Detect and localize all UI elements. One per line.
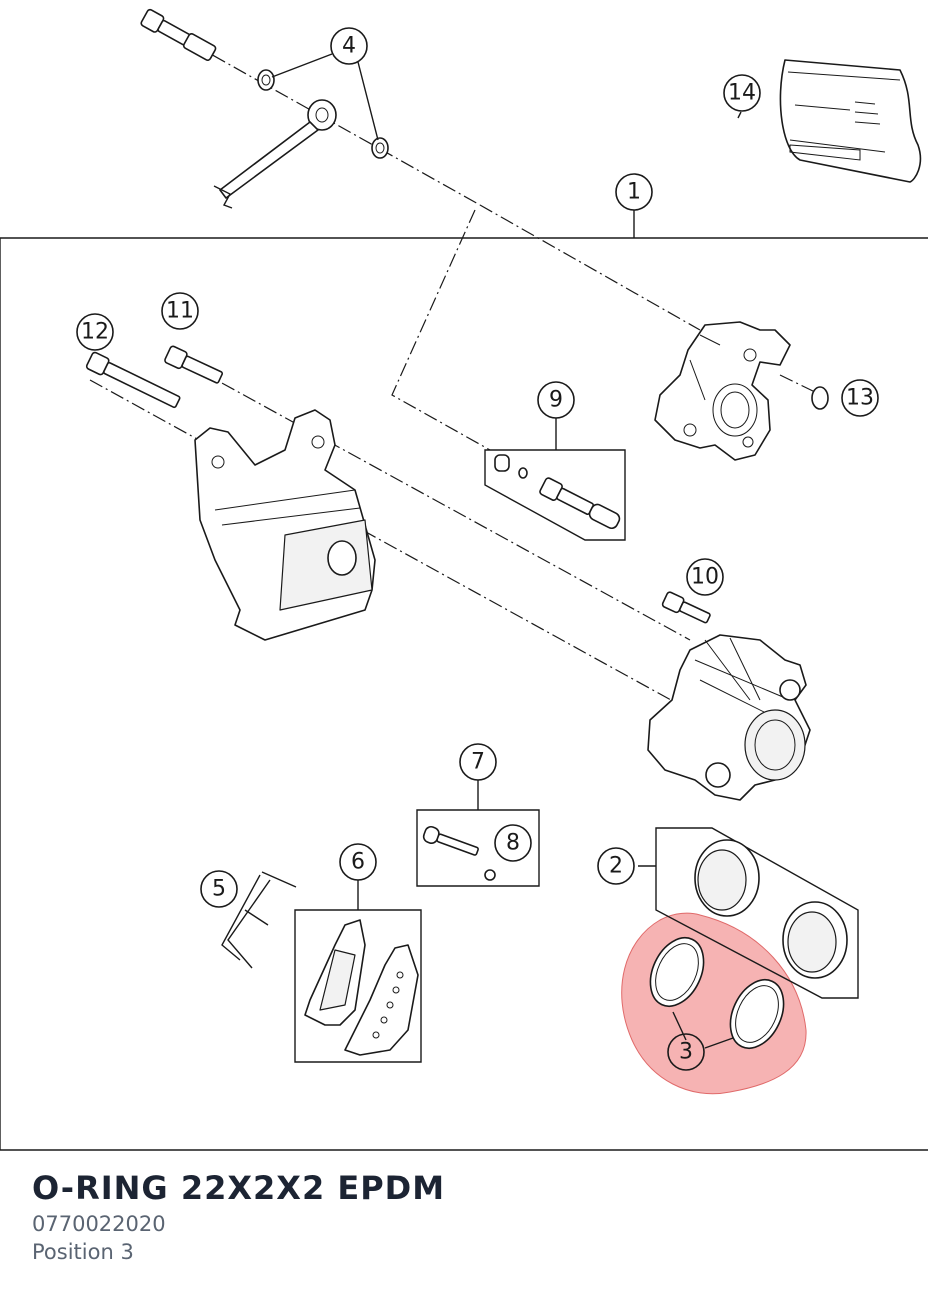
caliper-bracket — [194, 409, 376, 641]
part-position: Position 3 — [32, 1240, 134, 1264]
part-name: O-RING 22X2X2 EPDM — [32, 1169, 446, 1207]
callout-8[interactable]: 8 — [494, 824, 532, 862]
callout-5[interactable]: 5 — [200, 870, 238, 908]
callout-6[interactable]: 6 — [339, 843, 377, 881]
assembly-frame — [0, 237, 928, 1151]
o-rings[interactable] — [640, 929, 794, 1057]
rear-bracket-top — [391, 209, 829, 461]
callout-9-label: 9 — [549, 388, 563, 413]
callout-10[interactable]: 10 — [686, 558, 724, 596]
top-bolt-assembly — [140, 8, 816, 393]
callout-2-label: 2 — [609, 854, 623, 879]
mounting-bolts — [85, 345, 691, 706]
bleed-screw — [661, 591, 711, 624]
callout-7-label: 7 — [471, 750, 485, 775]
callout-12[interactable]: 12 — [76, 313, 114, 351]
brake-caliper — [647, 634, 811, 801]
callout-9[interactable]: 9 — [537, 381, 575, 419]
pad-spring — [221, 871, 297, 969]
callout-8-label: 8 — [506, 831, 520, 856]
callout-13-label: 13 — [846, 386, 874, 411]
callout-12-label: 12 — [81, 320, 109, 345]
callout-11-label: 11 — [166, 299, 194, 324]
callout-4-label: 4 — [342, 34, 356, 59]
callout-11[interactable]: 11 — [161, 292, 199, 330]
leader-lines — [271, 53, 742, 238]
callout-2[interactable]: 2 — [597, 847, 635, 885]
callout-5-label: 5 — [212, 877, 226, 902]
brake-pads — [294, 880, 422, 1063]
callout-3[interactable]: 3 — [667, 1033, 705, 1071]
callout-4[interactable]: 4 — [330, 27, 368, 65]
callout-13[interactable]: 13 — [841, 379, 879, 417]
callout-1-label: 1 — [627, 180, 641, 205]
callout-7[interactable]: 7 — [459, 743, 497, 781]
pad-pin-kit — [416, 780, 540, 887]
callout-14-label: 14 — [728, 81, 756, 106]
callout-10-label: 10 — [691, 565, 719, 590]
callout-3-label: 3 — [679, 1040, 693, 1065]
callout-6-label: 6 — [351, 850, 365, 875]
piston-kit — [638, 827, 859, 999]
exploded-parts-diagram: 4 1 14 12 11 9 13 10 7 8 6 5 — [0, 8, 928, 1151]
guide-pin-kit — [484, 418, 626, 541]
part-info-panel: O-RING 22X2X2 EPDM 0770022020 Position 3 — [32, 1166, 912, 1266]
callout-1[interactable]: 1 — [615, 173, 653, 211]
callout-14[interactable]: 14 — [723, 74, 761, 112]
part-number: 0770022020 — [32, 1212, 166, 1236]
instruction-booklet — [779, 59, 922, 183]
